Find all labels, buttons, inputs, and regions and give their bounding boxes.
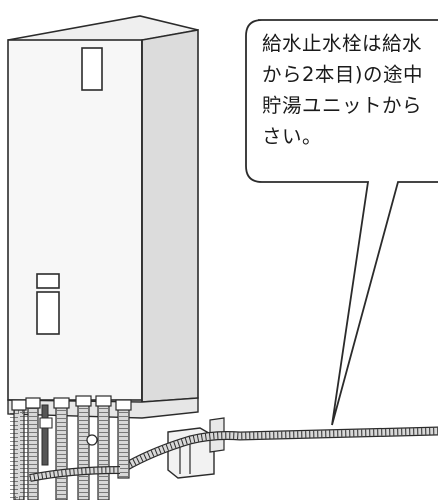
tank-front-panel	[7, 39, 143, 401]
callout-line-2: から2本目)の途中	[262, 63, 424, 86]
callout-bubble	[245, 19, 438, 426]
callout-line-4: さい。	[262, 125, 323, 148]
supply-hose	[115, 426, 438, 475]
bottom-pipes	[10, 395, 132, 500]
callout-text: 給水止水栓は給水 から2本目)の途中 貯湯ユニットから さい。	[262, 28, 438, 152]
control-label-top	[36, 273, 60, 289]
control-cover	[36, 291, 60, 335]
upper-display-panel	[81, 47, 103, 91]
tank-side-panel	[141, 29, 199, 403]
callout-line-1: 給水止水栓は給水	[262, 32, 423, 55]
callout-line-3: 貯湯ユニットから	[262, 94, 423, 117]
storage-tank	[7, 15, 199, 419]
